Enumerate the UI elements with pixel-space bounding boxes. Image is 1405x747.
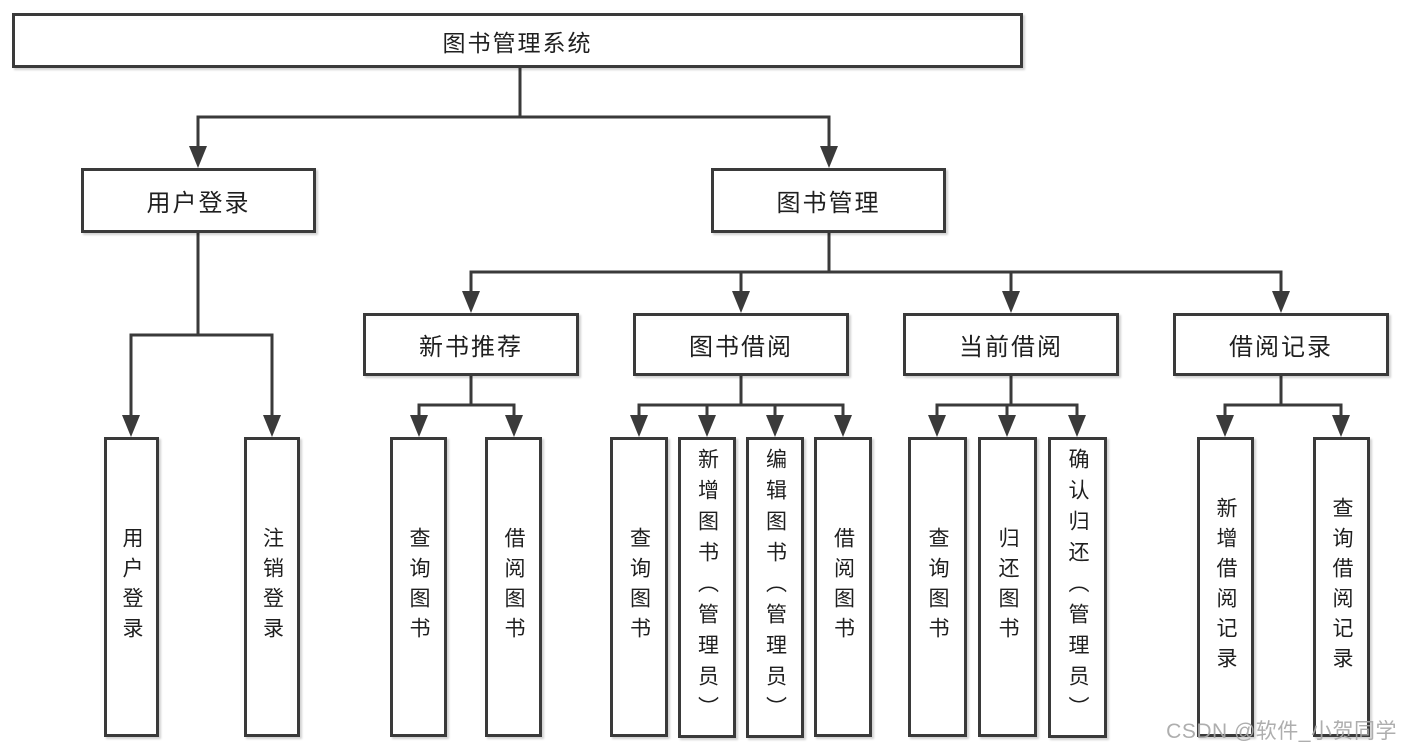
connector-current-borrow <box>935 376 1079 421</box>
csdn-watermark: CSDN @软件_小贺同学 <box>1166 720 1397 743</box>
node-label: 注销登录 <box>260 527 284 647</box>
node-label: 图书管理 <box>776 190 881 217</box>
connector-root-to-level2 <box>196 68 831 150</box>
node-label: 查询图书 <box>407 527 430 647</box>
node-root-system: 图书管理系统 <box>12 13 1023 68</box>
node-current-borrow: 当前借阅 <box>903 313 1119 376</box>
leaf-confirm-return-admin: 确认归还（管理员） <box>1048 437 1107 738</box>
leaf-query-books-current: 查询图书 <box>908 437 967 737</box>
node-label: 借阅图书 <box>831 527 855 647</box>
node-label: 编辑图书（管理员） <box>763 448 787 727</box>
node-new-book-recommend: 新书推荐 <box>363 313 579 376</box>
node-label: 借阅图书 <box>502 527 525 647</box>
leaf-logout: 注销登录 <box>244 437 300 737</box>
connector-borrow-records <box>1223 376 1343 421</box>
node-book-borrow: 图书借阅 <box>633 313 849 376</box>
leaf-return-book: 归还图书 <box>978 437 1037 737</box>
node-label: 当前借阅 <box>959 334 1063 361</box>
node-label: 新增图书（管理员） <box>695 448 719 727</box>
node-label: 查询借阅记录 <box>1330 497 1353 677</box>
node-label: 新增借阅记录 <box>1214 497 1237 677</box>
leaf-query-borrow-record: 查询借阅记录 <box>1313 437 1370 737</box>
node-label: 用户登录 <box>120 527 143 647</box>
connector-user-login-to-leaves <box>129 233 274 421</box>
node-label: 图书借阅 <box>689 334 793 361</box>
connector-book-management-to-level3 <box>469 233 1283 298</box>
node-book-management: 图书管理 <box>711 168 946 233</box>
node-user-login: 用户登录 <box>81 168 316 233</box>
node-label: 查询图书 <box>627 527 651 647</box>
connector-book-borrow <box>637 376 845 421</box>
node-label: 图书管理系统 <box>442 29 593 56</box>
node-label: 借阅记录 <box>1229 334 1333 361</box>
leaf-add-borrow-record: 新增借阅记录 <box>1197 437 1254 737</box>
node-label: 确认归还（管理员） <box>1066 448 1089 727</box>
node-label: 查询图书 <box>926 527 949 647</box>
connector-new-book-recommend <box>417 376 516 421</box>
node-label: 归还图书 <box>996 527 1019 647</box>
leaf-query-books-recommend: 查询图书 <box>390 437 447 737</box>
leaf-borrow-books-recommend: 借阅图书 <box>485 437 542 737</box>
leaf-borrow-books: 借阅图书 <box>814 437 872 737</box>
leaf-add-book-admin: 新增图书（管理员） <box>678 437 736 738</box>
leaf-query-books-borrow: 查询图书 <box>610 437 668 737</box>
node-label: 用户登录 <box>146 190 251 217</box>
leaf-edit-book-admin: 编辑图书（管理员） <box>746 437 804 738</box>
leaf-user-login: 用户登录 <box>104 437 159 737</box>
arrow-down-icons <box>122 146 1350 437</box>
node-label: 新书推荐 <box>419 334 523 361</box>
node-borrow-records: 借阅记录 <box>1173 313 1389 376</box>
